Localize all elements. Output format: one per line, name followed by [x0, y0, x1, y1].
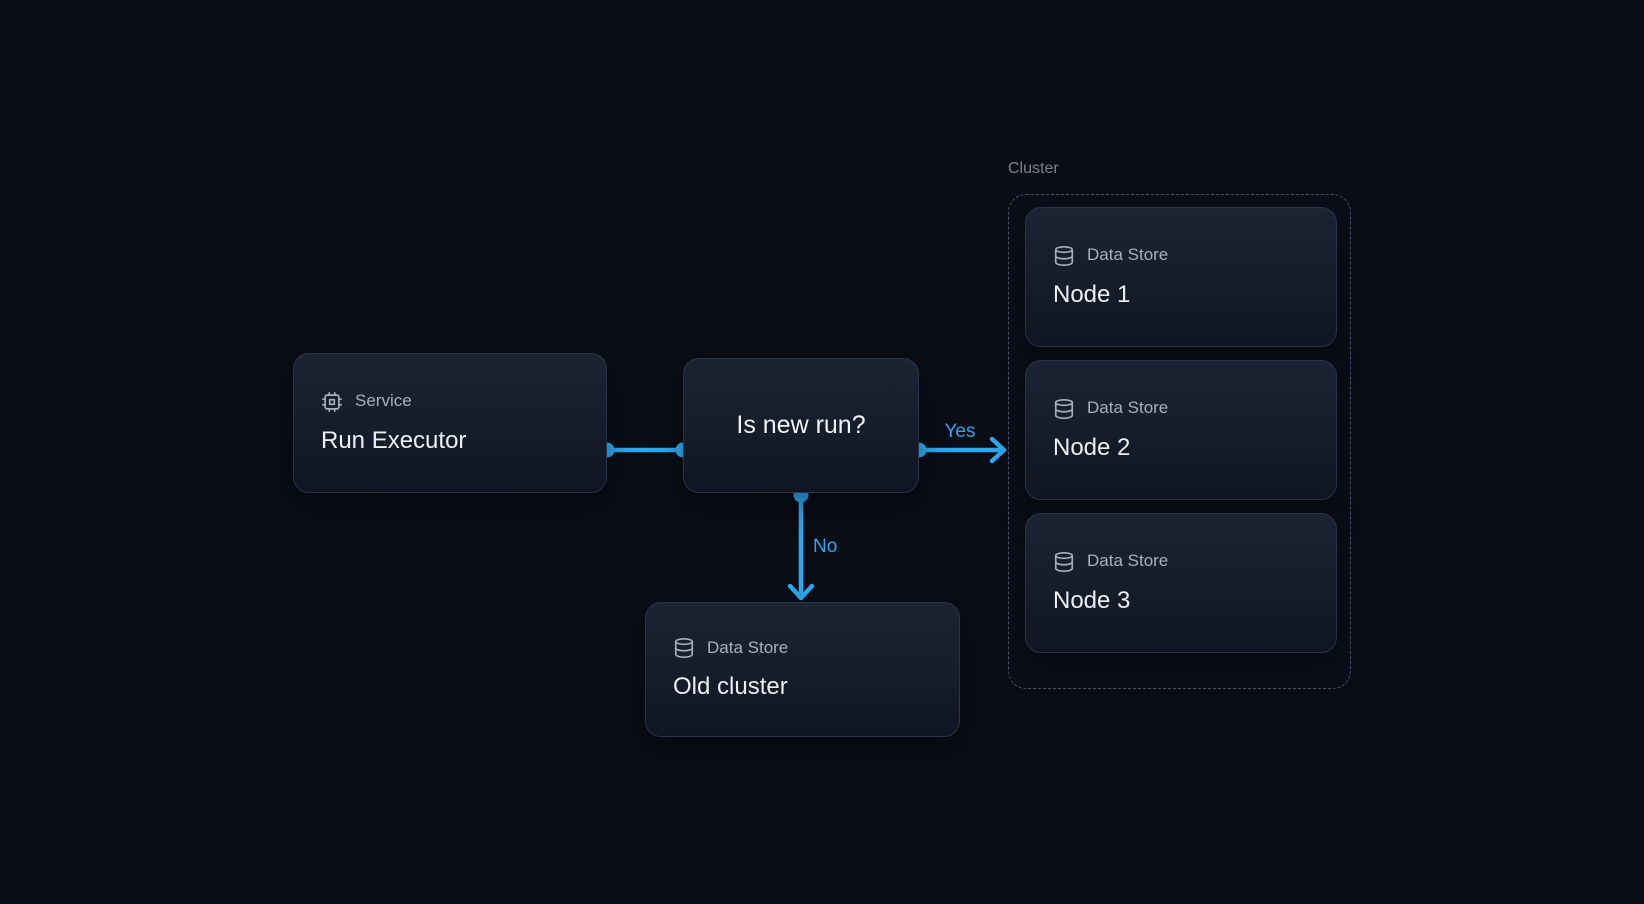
node-cluster-node-3[interactable]: Data Store Node 3 — [1025, 513, 1337, 653]
node-type-row: Data Store — [1053, 551, 1309, 573]
database-icon — [1053, 551, 1075, 573]
database-icon — [673, 637, 695, 659]
edge-label-yes: Yes — [944, 421, 976, 442]
node-type-row: Data Store — [1053, 398, 1309, 420]
arrowhead-down-icon — [787, 583, 815, 601]
arrowhead-right-icon — [989, 436, 1007, 464]
node-type-label: Service — [355, 391, 412, 411]
node-type-label: Data Store — [1087, 551, 1169, 571]
node-decision[interactable]: Is new run? — [683, 358, 919, 493]
node-type-label: Data Store — [1087, 245, 1169, 265]
edge-label-no: No — [813, 536, 838, 557]
node-title: Run Executor — [321, 426, 467, 454]
node-type-row: Data Store — [1053, 245, 1309, 267]
node-title: Node 2 — [1053, 433, 1131, 461]
decision-question: Is new run? — [736, 411, 866, 439]
cpu-icon — [321, 391, 343, 413]
node-old-cluster[interactable]: Data Store Old cluster — [645, 602, 960, 737]
database-icon — [1053, 245, 1075, 267]
database-icon — [1053, 398, 1075, 420]
node-title: Old cluster — [673, 673, 788, 701]
edge-decision-no — [787, 487, 815, 601]
node-type-row: Service — [321, 391, 579, 413]
cluster-label: Cluster — [1008, 160, 1059, 177]
node-title: Node 1 — [1053, 280, 1131, 308]
node-type-label: Data Store — [1087, 398, 1169, 418]
node-type-label: Data Store — [707, 637, 789, 657]
edge-service-to-decision — [599, 442, 691, 458]
node-cluster-node-2[interactable]: Data Store Node 2 — [1025, 360, 1337, 500]
node-type-row: Data Store — [673, 637, 932, 659]
node-cluster-node-1[interactable]: Data Store Node 1 — [1025, 207, 1337, 347]
node-service[interactable]: Service Run Executor — [293, 353, 607, 493]
node-title: Node 3 — [1053, 586, 1131, 614]
